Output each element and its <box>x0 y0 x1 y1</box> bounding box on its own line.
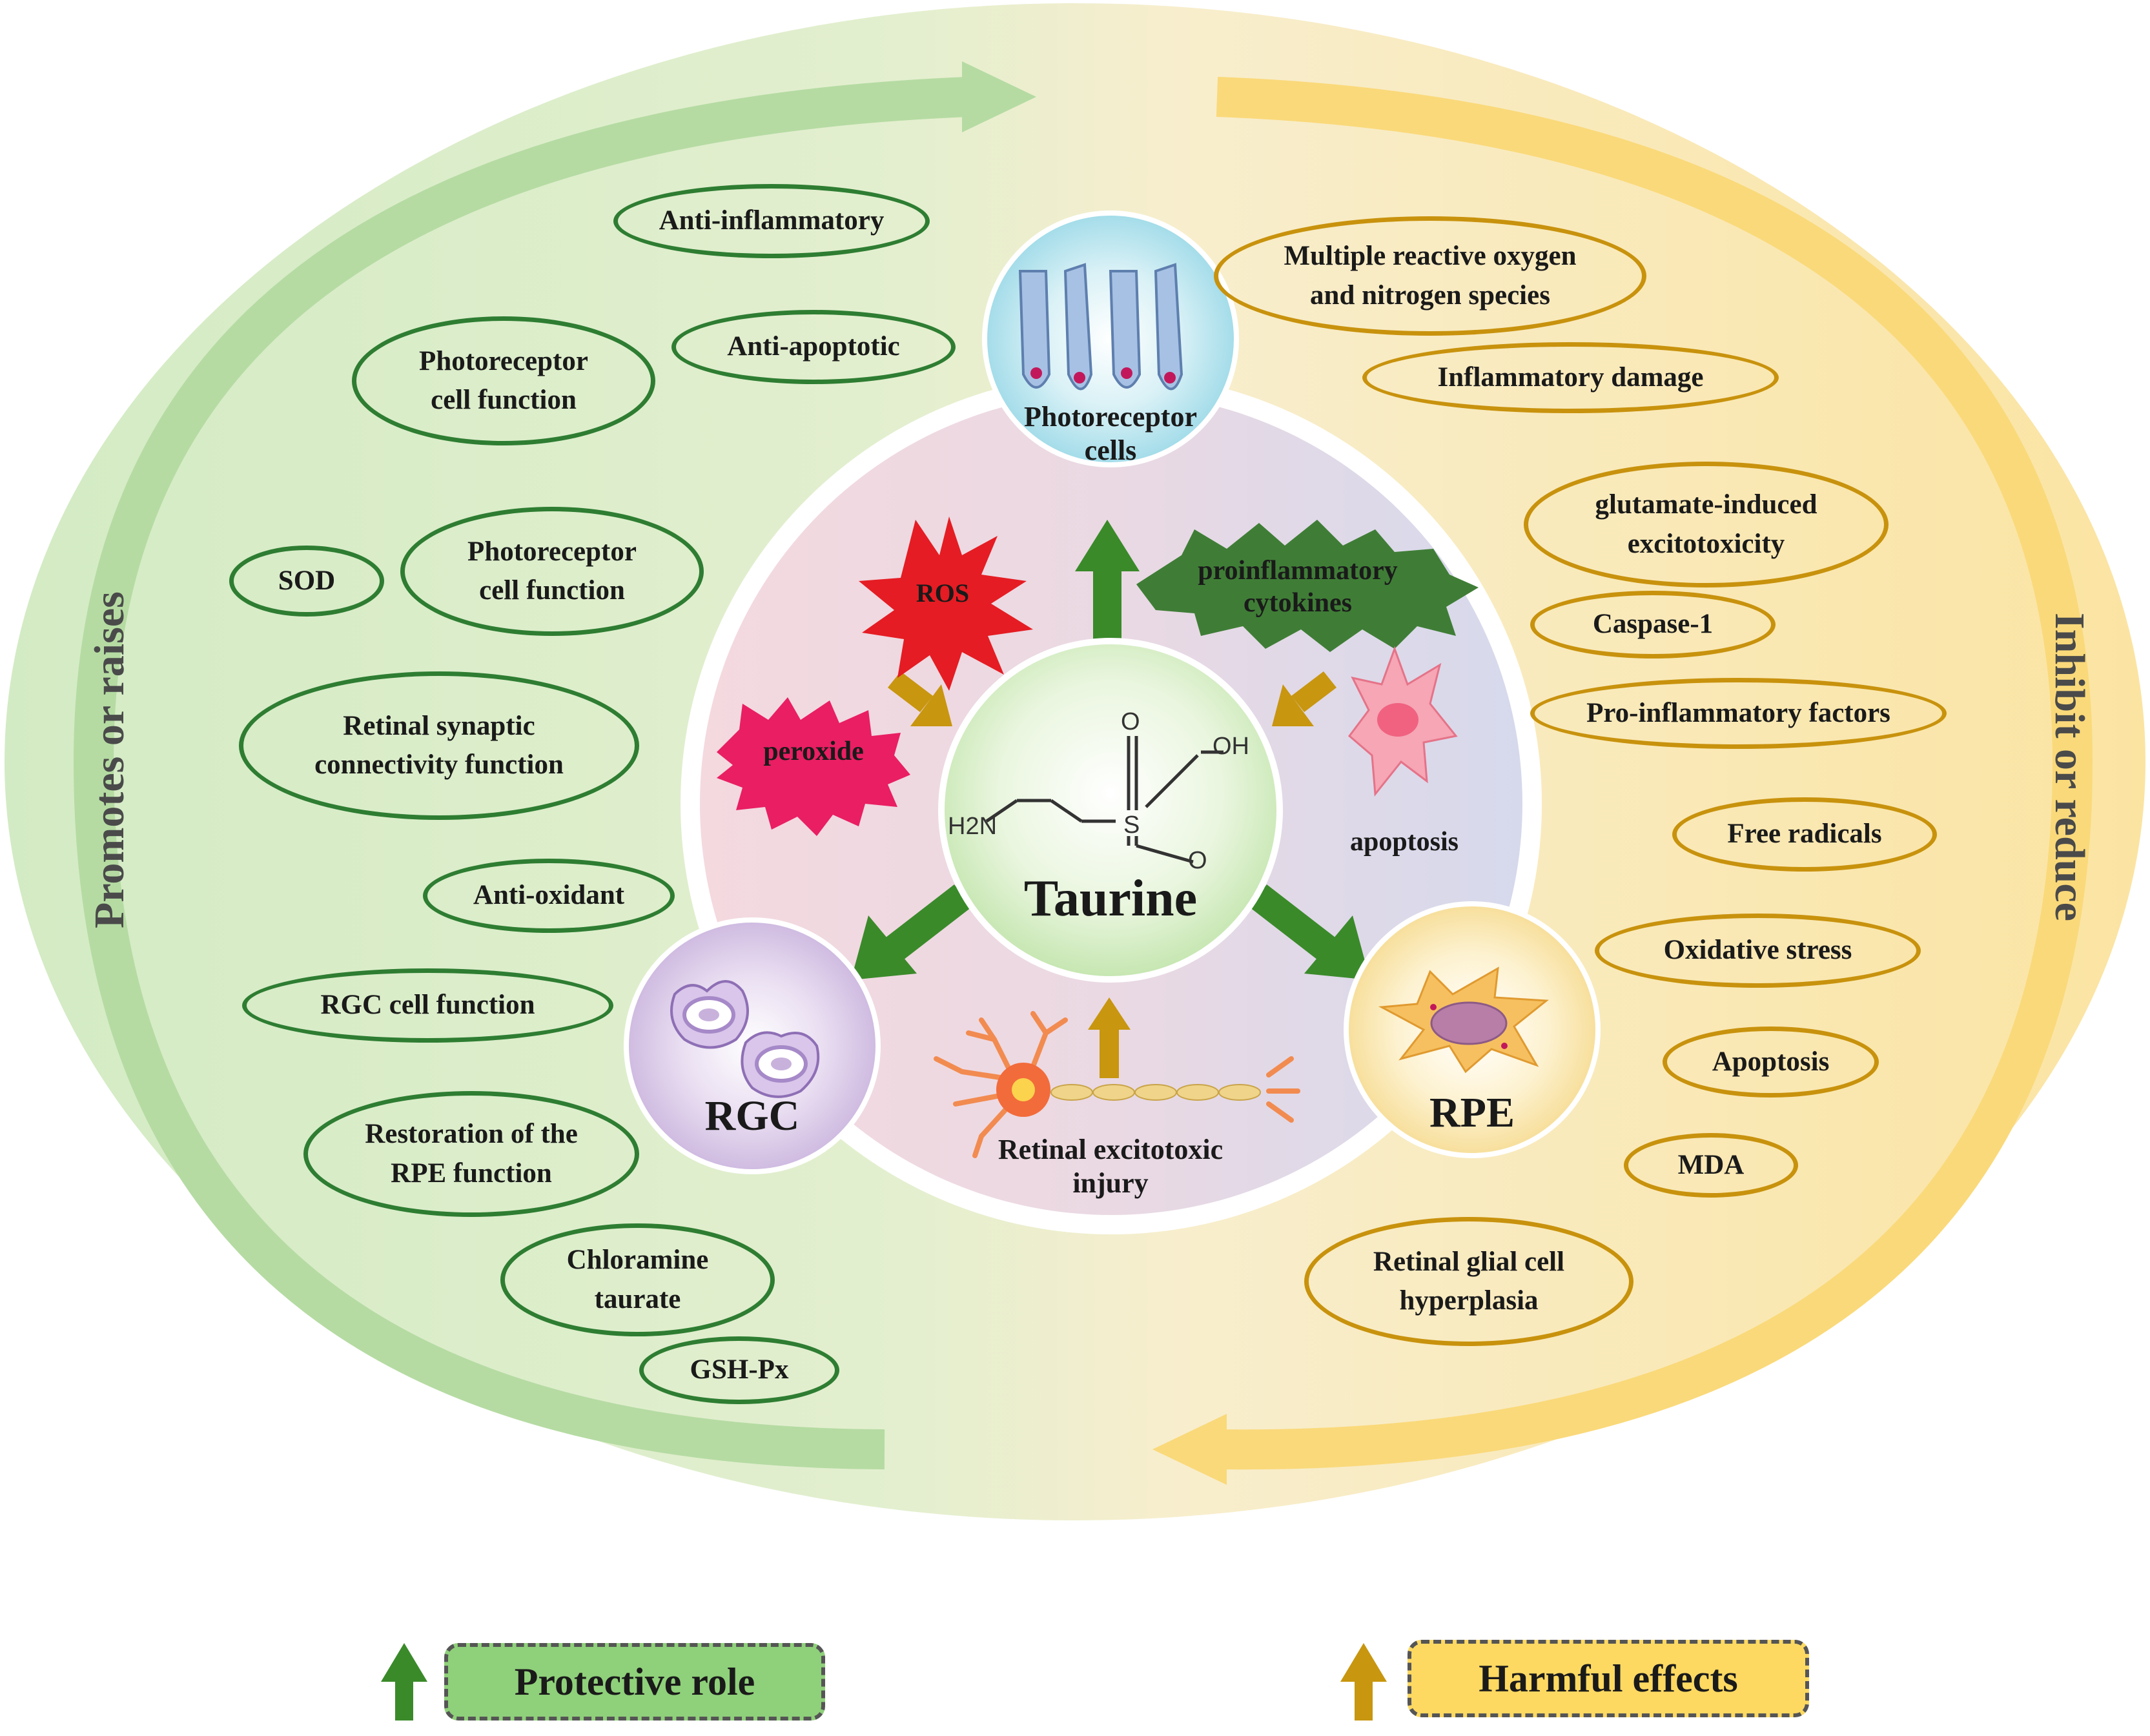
rgc-label: RGC <box>704 1092 800 1139</box>
orange-cycle-arrowhead <box>1152 1414 1227 1485</box>
rpe-label: RPE <box>1429 1089 1515 1136</box>
ros-label: ROS <box>916 578 970 608</box>
rgc-cells-icon <box>670 980 820 1098</box>
taurine-molecule <box>985 736 1223 864</box>
protective-item: Photoreceptor cell function <box>400 507 704 636</box>
harmful-item: Oxidative stress <box>1595 914 1921 988</box>
cytokines-fuzzy-icon <box>1136 520 1479 652</box>
peroxide-label: peroxide <box>763 737 864 766</box>
protective-item: Photoreceptor cell function <box>352 316 655 445</box>
harmful-item: Inflammatory damage <box>1362 342 1779 413</box>
apoptosis-label: apoptosis <box>1349 827 1459 857</box>
green-cycle-arrowhead <box>962 61 1036 132</box>
taurine-to-rpe-arrow <box>1249 884 1370 980</box>
side-label-inhibit: Inhibit or reduce <box>2046 613 2093 921</box>
excitotoxic-up-arrow <box>1088 997 1131 1078</box>
harmful-item: Retinal glial cell hyperplasia <box>1304 1217 1633 1346</box>
harmful-item: Caspase-1 <box>1530 591 1776 659</box>
harmful-item: MDA <box>1624 1133 1798 1198</box>
photoreceptor-label: Photoreceptor cells <box>1024 401 1197 466</box>
peroxide-to-taurine-arrow <box>888 671 952 726</box>
protective-item: RGC cell function <box>242 968 613 1043</box>
protective-item: Anti-apoptotic <box>671 310 956 384</box>
protective-item: SOD <box>229 546 384 617</box>
legend-green-arrow <box>381 1643 427 1721</box>
protective-item: Anti-oxidant <box>423 859 675 933</box>
legend-orange-arrow <box>1340 1643 1387 1721</box>
ros-splash-icon <box>859 516 1033 691</box>
harmful-item: Free radicals <box>1672 797 1937 872</box>
taurine-title: Taurine <box>1023 870 1198 927</box>
harmful-item: Multiple reactive oxygen and nitrogen sp… <box>1214 216 1646 336</box>
photoreceptor-nuclei <box>1030 367 1176 383</box>
taurine-circle <box>938 638 1283 983</box>
rpe-cell-icon <box>1378 966 1549 1074</box>
nh2-label: H2N <box>948 813 997 840</box>
neuron-icon <box>934 1011 1300 1158</box>
harmful-item: Apoptosis <box>1663 1026 1879 1098</box>
apoptosis-to-taurine-arrow <box>1272 671 1336 726</box>
harmful-item: Pro-inflammatory factors <box>1530 678 1947 749</box>
excitotoxic-label: Retinal excitotoxic injury <box>998 1134 1223 1199</box>
protective-item: Retinal synaptic connectivity function <box>239 671 639 820</box>
taurine-to-rgc-arrow <box>851 884 972 980</box>
protective-item: Restoration of the RPE function <box>303 1091 639 1217</box>
orange-cycle-arrow <box>1216 77 2093 1470</box>
oxygen-bottom-label: O <box>1188 847 1207 874</box>
legend-harmful: Harmful effects <box>1408 1640 1809 1717</box>
harmful-item: glutamate-induced excitotoxicity <box>1524 462 1889 587</box>
taurine-to-photoreceptor-arrow <box>1075 520 1140 639</box>
cytokines-label: proinflammatory cytokines <box>1198 556 1398 618</box>
legend-protective: Protective role <box>444 1643 825 1721</box>
protective-item: Anti-inflammatory <box>613 184 930 258</box>
peroxide-spiky-icon <box>717 697 910 836</box>
apoptosis-nucleus <box>1377 703 1418 737</box>
oh-label: OH <box>1213 733 1249 760</box>
molecule-labels: H2N S O O OH <box>948 708 1249 874</box>
protective-item: GSH-Px <box>639 1336 839 1404</box>
sulfur-label: S <box>1123 812 1140 839</box>
side-label-promotes: Promotes or raises <box>86 591 133 928</box>
protective-item: Chloramine taurate <box>500 1223 775 1336</box>
oxygen-top-label: O <box>1121 708 1140 735</box>
photoreceptor-shapes <box>1018 263 1183 391</box>
green-cycle-arrow <box>73 77 970 1469</box>
